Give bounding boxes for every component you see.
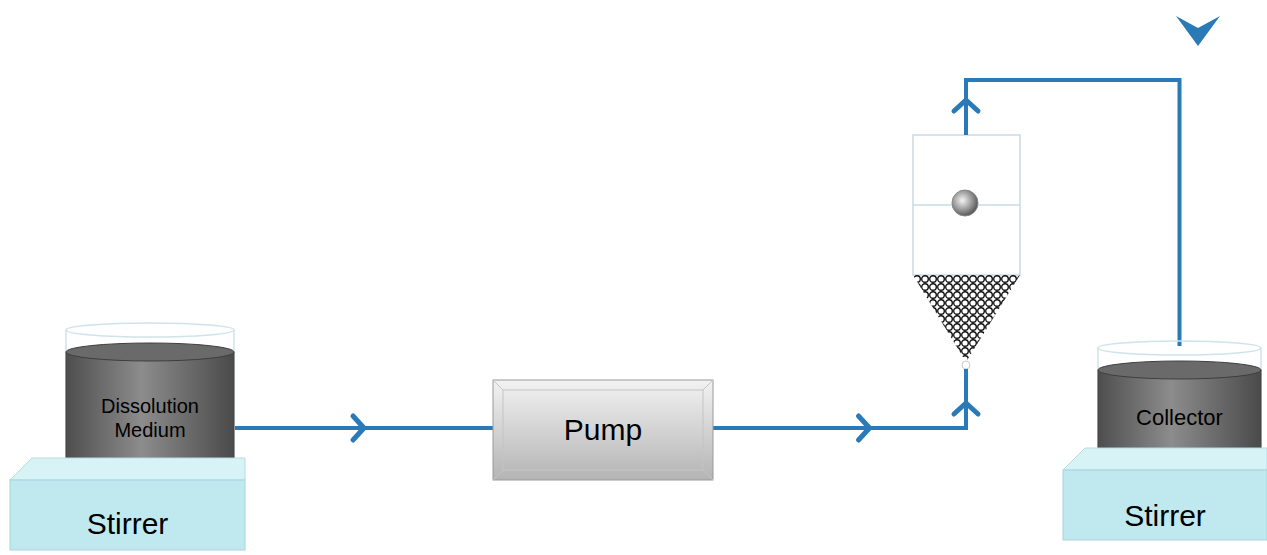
glass-bead-cone (913, 275, 1020, 362)
collector-beaker: Collector (1097, 340, 1262, 462)
node-label: Stirrer (1067, 498, 1263, 534)
pump-face (493, 380, 713, 480)
cell-body (913, 135, 1020, 275)
node-label: Pump (503, 412, 703, 448)
flow-arrowhead (954, 100, 978, 111)
stirrer-base: Stirrer (10, 458, 245, 550)
tablet-ball (952, 190, 978, 216)
pump-box: Pump (493, 380, 713, 480)
beaker-outline (1097, 340, 1262, 462)
liquid-body (1098, 370, 1261, 461)
glass-rim (1098, 341, 1261, 355)
pump-bevel (493, 380, 713, 480)
flow-arrowhead (353, 416, 364, 440)
flow-arrowhead (859, 416, 870, 440)
slab-front (1063, 470, 1267, 540)
node-label: Stirrer (15, 506, 240, 542)
flow-arrowhead (954, 403, 978, 414)
slab-front (10, 480, 245, 550)
liquid-surface (1098, 361, 1261, 379)
slab-top (1063, 448, 1267, 470)
node-label: Dissolution Medium (75, 394, 225, 442)
flow-line (235, 416, 493, 440)
vent-arrow (1176, 16, 1220, 46)
flow-through-cell (913, 135, 1020, 369)
stirrer-base: Stirrer (1063, 448, 1267, 540)
glass-rim (66, 323, 234, 337)
slab-top (10, 458, 245, 480)
liquid-surface (66, 343, 234, 361)
inlet-bead (962, 361, 970, 369)
node-label: Collector (1105, 405, 1255, 431)
